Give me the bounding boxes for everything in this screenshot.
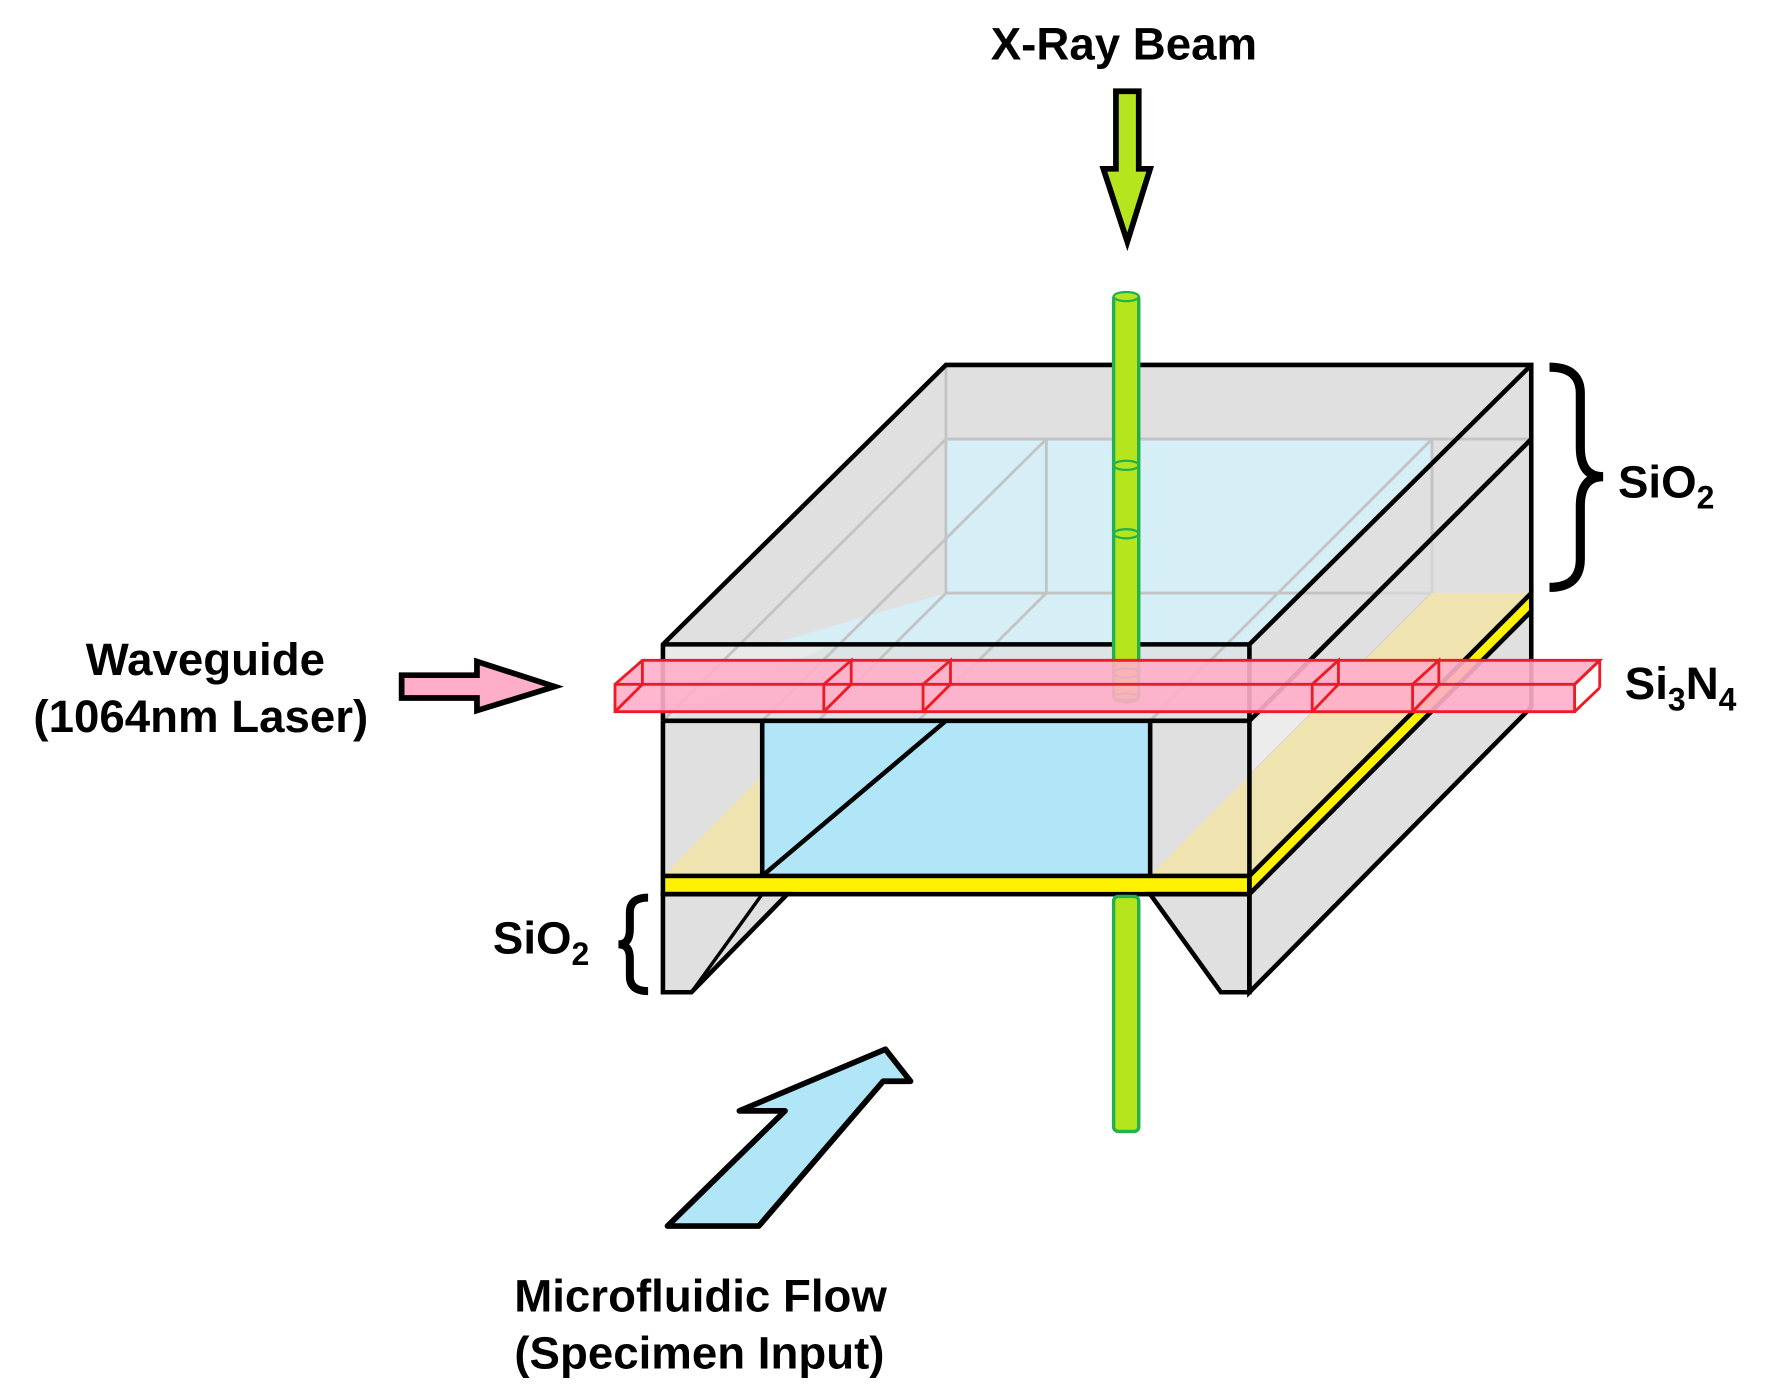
si3n4-label: Si3N4 [1625, 658, 1737, 717]
microfluidic-label-line1: Microfluidic Flow [514, 1271, 887, 1322]
waveguide-label-line1: Waveguide [86, 634, 325, 685]
microfluidic-label-line2: (Specimen Input) [514, 1328, 884, 1379]
xray-arrow-icon [1099, 88, 1155, 252]
yellow-layer-front [660, 873, 1252, 897]
sio2-top-brace-icon [1549, 362, 1604, 592]
chamber-front [762, 720, 1151, 876]
flow-arrow-icon [664, 1046, 914, 1229]
sio2-bottom-brace-icon [618, 893, 649, 996]
sio2-top-label: SiO2 [1618, 456, 1714, 515]
xray-beam-rod-upper [1111, 292, 1141, 702]
xray-beam-label: X-Ray Beam [991, 18, 1257, 69]
xray-beam-rod-lower [1111, 894, 1141, 1134]
waveguide-si3n4 [613, 657, 1604, 714]
waveguide-label-line2: (1064nm Laser) [33, 691, 368, 742]
sio2-bottom-label: SiO2 [493, 912, 589, 971]
top-sio2-right-face [1249, 364, 1532, 721]
laser-arrow-icon [398, 657, 565, 715]
gold-strip-left [662, 775, 763, 876]
bottom-sio2-right [1145, 891, 1252, 995]
